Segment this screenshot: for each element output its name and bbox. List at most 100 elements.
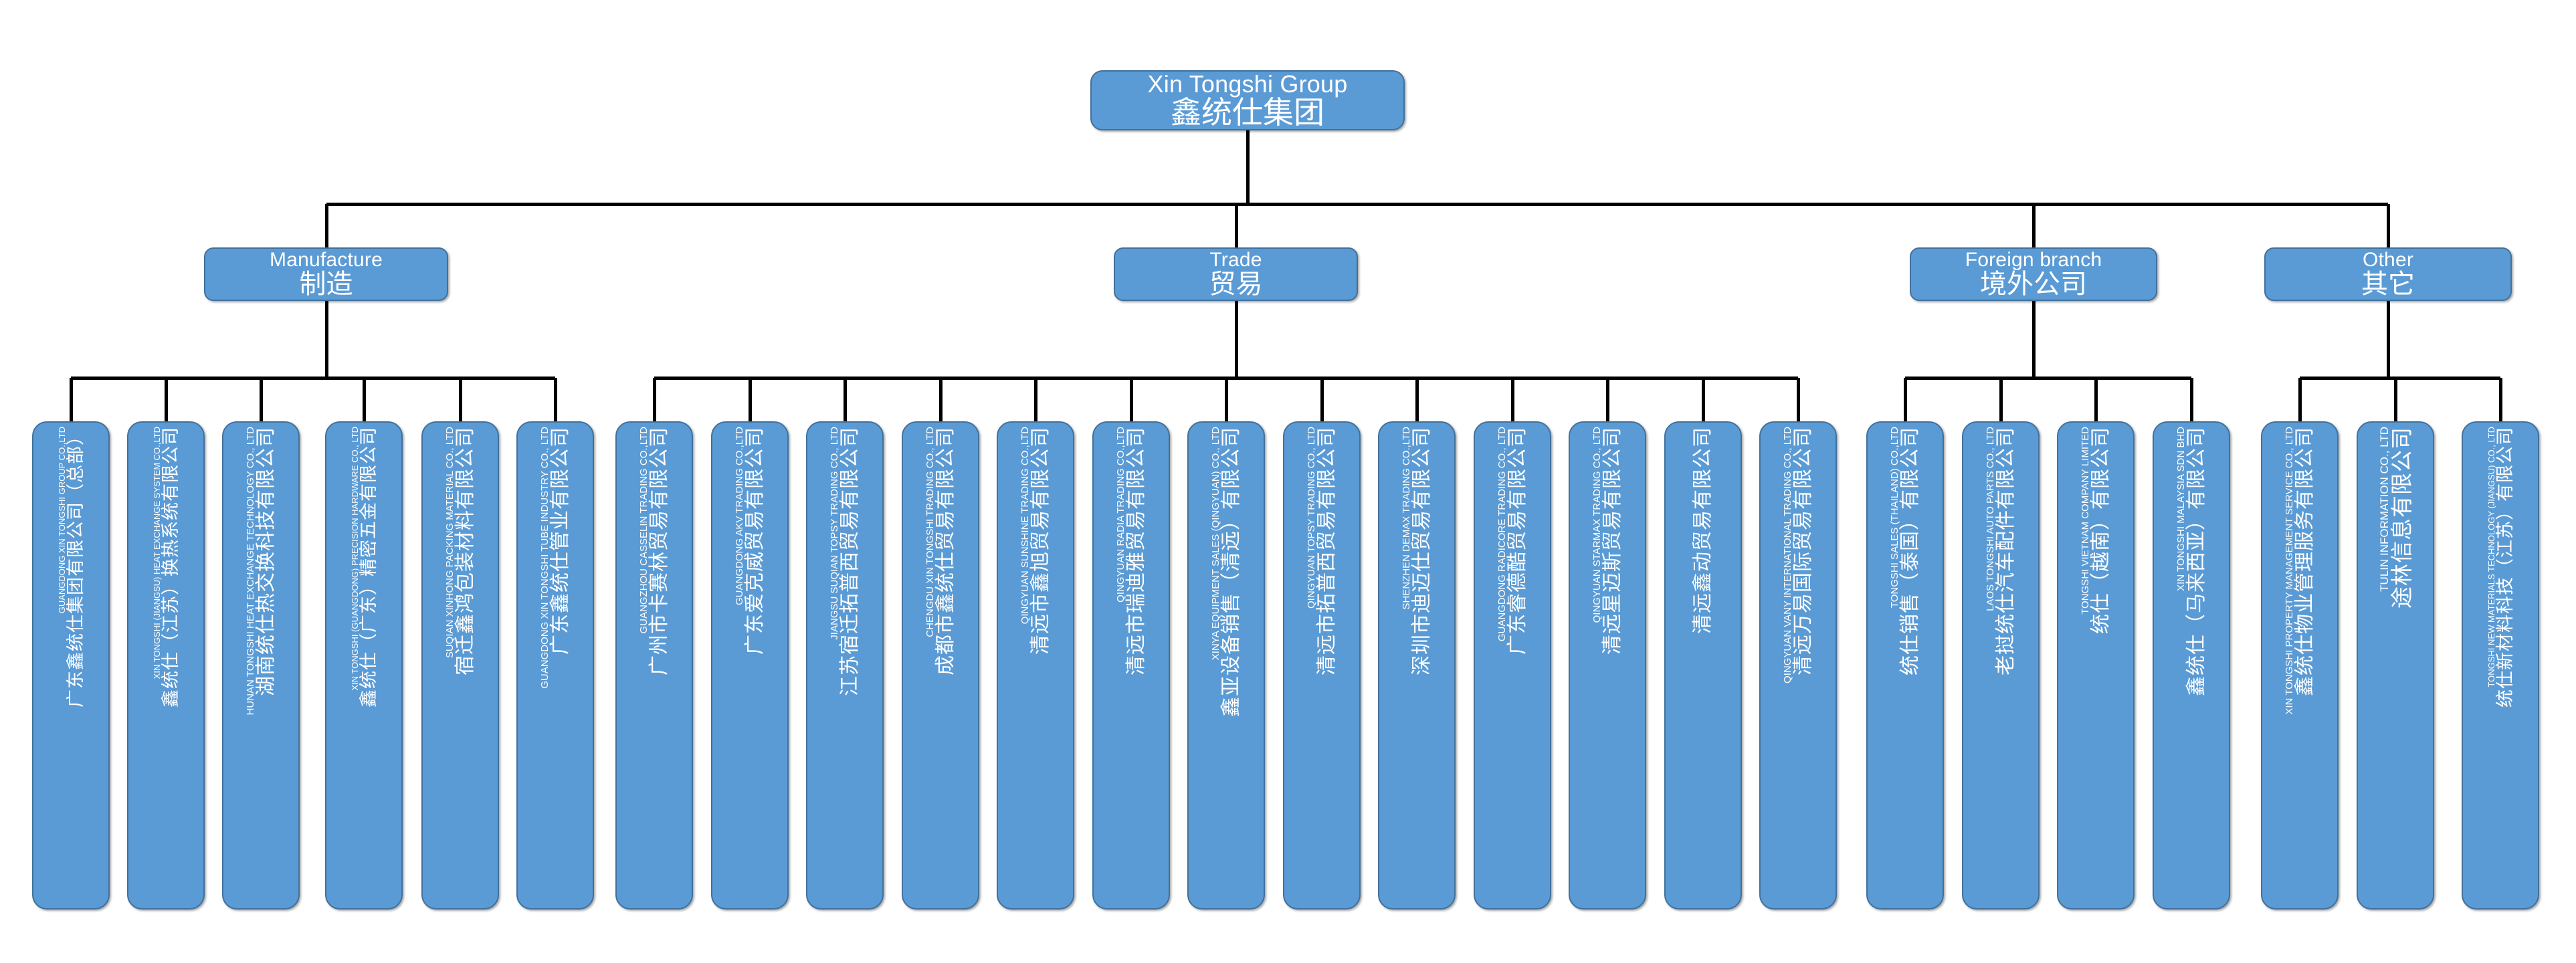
leaf-node-foreign-2-en: TONGSHI VIETNAM COMPANY LIMITED [2080,427,2091,615]
leaf-stem-manufacture-0 [70,378,73,421]
leaf-stem-trade-6 [1225,378,1228,421]
group-stem-foreign [2032,301,2036,378]
leaf-stem-manufacture-2 [260,378,263,421]
leaf-stem-trade-4 [1034,378,1037,421]
leaf-node-trade-7-zh: 清远市拓普西贸易有限公司 [1316,427,1338,675]
leaf-node-trade-8-zh: 深圳市迪迈仕贸易有限公司 [1411,427,1433,675]
leaf-node-manufacture-1-en: XIN TONGSHI (JIANGSU) HEAT EXCHANGE SYST… [151,427,162,679]
leaf-node-trade-1-zh: 广东爱克威贸易有限公司 [744,427,766,655]
leaf-node-manufacture-0[interactable]: 广东鑫统仕集团有限公司（总部）GUANGDONG XIN TONGSHI GRO… [32,421,110,909]
leaf-stem-other-1 [2394,378,2397,421]
leaf-stem-foreign-0 [1904,378,1907,421]
leaf-node-trade-6-en: XINYA EQUIPMENT SALES (QINGYUAN) CO., LT… [1210,427,1221,661]
leaf-node-trade-9-en: GUANGDONG RADICORE TRADING CO., LTD [1496,427,1508,642]
leaf-node-manufacture-4-zh: 宿迁鑫鸿包装材料有限公司 [454,427,476,675]
category-node-1-zh: 贸易 [1209,269,1263,299]
leaf-text-wrap: 清远鑫动贸易有限公司 [1692,423,1714,908]
leaf-stem-manufacture-5 [554,378,557,421]
category-stem-1 [1234,204,1238,247]
leaf-stem-foreign-2 [2094,378,2098,421]
category-node-3-zh: 其它 [2361,269,2415,299]
leaf-node-foreign-3-zh: 鑫统仕（马来西亚）有限公司 [2185,427,2207,696]
leaf-node-other-0-en: XIN TONGSHI PROPERTY MANAGEMENT SERVICE … [2284,427,2295,715]
leaf-node-manufacture-2-en: HUNAN TONGSHI HEAT EXCHANGE TECHNOLOGY C… [245,427,256,716]
leaf-node-foreign-2-zh: 统仕（越南）有限公司 [2090,427,2112,634]
leaf-node-trade-2-en: JIANGSU SUQIAN TOPSY TRADING CO., LTD [829,427,840,640]
leaf-stem-trade-9 [1511,378,1514,421]
leaf-stem-trade-5 [1130,378,1133,421]
group-stem-manufacture [324,301,328,378]
root-node-zh: 鑫统仕集团 [1171,94,1324,130]
leaf-text-wrap: 广东鑫统仕集团有限公司（总部）GUANGDONG XIN TONGSHI GRO… [57,423,86,908]
category-stem-2 [2032,204,2036,247]
leaf-node-foreign-1-en: LAOS TONGSHI AUTO PARTS CO., LTD [1985,427,1996,611]
leaf-node-trade-6-zh: 鑫亚设备销售（清远）有限公司 [1220,427,1242,717]
leaf-node-trade-4-zh: 清远市鑫旭贸易有限公司 [1029,427,1052,655]
category-node-3-en: Other [2362,249,2414,272]
leaf-node-trade-0-en: GUANGZHOU CASSELIN TRADING CO.,LTD [638,427,650,634]
leaf-stem-trade-2 [844,378,847,421]
leaf-node-trade-5-en: QINGYUAN RADIA TRADING CO.,LTD [1115,427,1126,603]
leaf-stem-trade-3 [939,378,943,421]
leaf-node-trade-11[interactable]: 清远鑫动贸易有限公司 [1664,421,1742,909]
leaf-node-trade-8-en: SHENZHEN DEMAX TRADING CO.,LTD [1401,427,1412,610]
leaf-node-trade-2-zh: 江苏宿迁拓普西贸易有限公司 [839,427,861,696]
category-node-1-en: Trade [1209,249,1262,272]
leaf-node-trade-3-zh: 成都市鑫统仕贸易有限公司 [934,427,957,675]
leaf-node-foreign-1-zh: 老挝统仕汽车配件有限公司 [1995,427,2017,675]
leaf-stem-other-2 [2499,378,2502,421]
leaf-node-manufacture-1-zh: 鑫统仕（江苏）换热系统有限公司 [160,427,181,708]
leaf-stem-trade-0 [653,378,656,421]
leaf-node-trade-12-zh: 清远万易国际贸易有限公司 [1792,427,1814,675]
leaf-node-other-2-zh: 统仕新材料科技（江苏）有限公司 [2494,427,2515,708]
leaf-node-manufacture-5-en: GUANGDONG XIN TONGSHI TUBE INDUSTRY CO.,… [539,427,551,689]
leaf-node-foreign-0-zh: 统仕销售（泰国）有限公司 [1899,427,1921,675]
leaf-node-trade-0-zh: 广州市卡赛林贸易有限公司 [648,427,670,675]
root-bus [326,203,2388,206]
leaf-node-other-2-en: TONGSHI NEW MATERIALS TECHNOLOGY (JIANGS… [2486,427,2496,687]
leaf-node-manufacture-0-zh: 广东鑫统仕集团有限公司（总部） [65,427,86,708]
leaf-node-trade-1-en: GUANGDONG AKV TRADING CO.,LTD [734,427,745,605]
leaf-stem-trade-8 [1415,378,1419,421]
